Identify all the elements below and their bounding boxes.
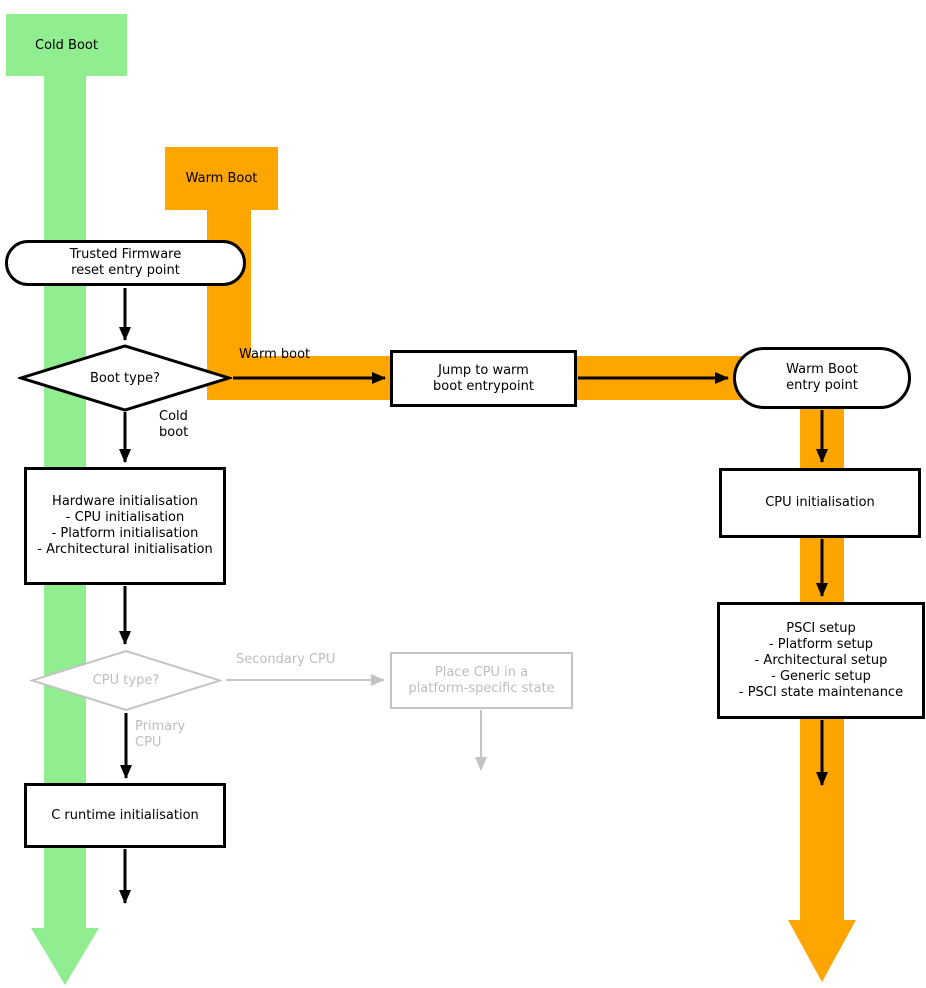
node-reset-entry-point-line1: Trusted Firmware (69, 247, 182, 262)
node-reset-entry-point-line2: reset entry point (71, 263, 180, 278)
cold-boot-lane-label-text: Cold Boot (35, 37, 98, 53)
node-hardware-initialisation: Hardware initialisation - CPU initialisa… (24, 467, 226, 585)
node-jump-warm-line2: boot entrypoint (433, 378, 534, 394)
edge-label-primary-cpu: Primary CPU (135, 719, 185, 751)
node-cpu-type-label: CPU type? (92, 673, 160, 688)
node-psci-title: PSCI setup (786, 620, 856, 636)
node-cpu-type-decision: CPU type? (30, 649, 222, 712)
node-jump-warm-line1: Jump to warm (438, 362, 529, 378)
warm-boot-lane-label: Warm Boot (165, 147, 278, 210)
cold-boot-lane-label: Cold Boot (6, 14, 127, 76)
edge-label-cold-boot-line1: Cold (159, 409, 188, 424)
edge-label-secondary-cpu: Secondary CPU (236, 652, 335, 668)
node-psci-item3: - Generic setup (771, 668, 871, 684)
edge-label-cold-boot-line2: boot (159, 425, 189, 440)
node-hardware-init-item3: - Architectural initialisation (37, 542, 213, 557)
warm-boot-flow-arrowhead-icon (788, 920, 856, 982)
node-boot-type-decision: Boot type? (18, 343, 232, 413)
node-psci-setup: PSCI setup - Platform setup - Architectu… (717, 602, 925, 719)
node-psci-item4: - PSCI state maintenance (738, 684, 904, 700)
node-psci-item2: - Architectural setup (754, 652, 888, 668)
edge-label-secondary-cpu-text: Secondary CPU (236, 652, 336, 667)
node-hardware-init-title: Hardware initialisation (52, 494, 198, 509)
node-place-cpu-line1: Place CPU in a (434, 664, 529, 680)
edge-label-cold-boot: Cold boot (159, 409, 188, 441)
node-warm-boot-entry-line2: entry point (786, 378, 858, 393)
node-place-cpu-platform-state: Place CPU in a platform-specific state (390, 652, 573, 709)
edge-label-warm-boot: Warm boot (239, 347, 310, 363)
node-reset-entry-point: Trusted Firmware reset entry point (5, 240, 246, 286)
node-warm-boot-entry-line1: Warm Boot (786, 362, 858, 377)
node-psci-item1: - Platform setup (768, 636, 874, 652)
node-hardware-init-item2: - Platform initialisation (51, 526, 199, 541)
node-c-runtime-initialisation: C runtime initialisation (24, 783, 226, 848)
node-place-cpu-line2: platform-specific state (408, 680, 555, 696)
edge-label-primary-cpu-line1: Primary (135, 719, 186, 734)
node-boot-type-label: Boot type? (90, 370, 160, 386)
cpu-type-diamond-shape (30, 649, 222, 712)
node-warm-boot-entry-point: Warm Boot entry point (733, 347, 911, 409)
node-c-runtime-label: C runtime initialisation (51, 807, 199, 823)
node-cpu-initialisation: CPU initialisation (719, 468, 921, 538)
node-jump-warm-entrypoint: Jump to warm boot entrypoint (390, 350, 577, 407)
node-cpu-init-label: CPU initialisation (765, 495, 875, 510)
warm-boot-lane-label-text: Warm Boot (185, 171, 258, 186)
cold-boot-flow-arrowhead-icon (31, 928, 99, 985)
node-hardware-init-item1: - CPU initialisation (65, 510, 185, 525)
edge-label-primary-cpu-line2: CPU (135, 735, 162, 750)
boot-type-diamond-shape (18, 344, 232, 412)
edge-label-warm-boot-text: Warm boot (239, 347, 311, 362)
